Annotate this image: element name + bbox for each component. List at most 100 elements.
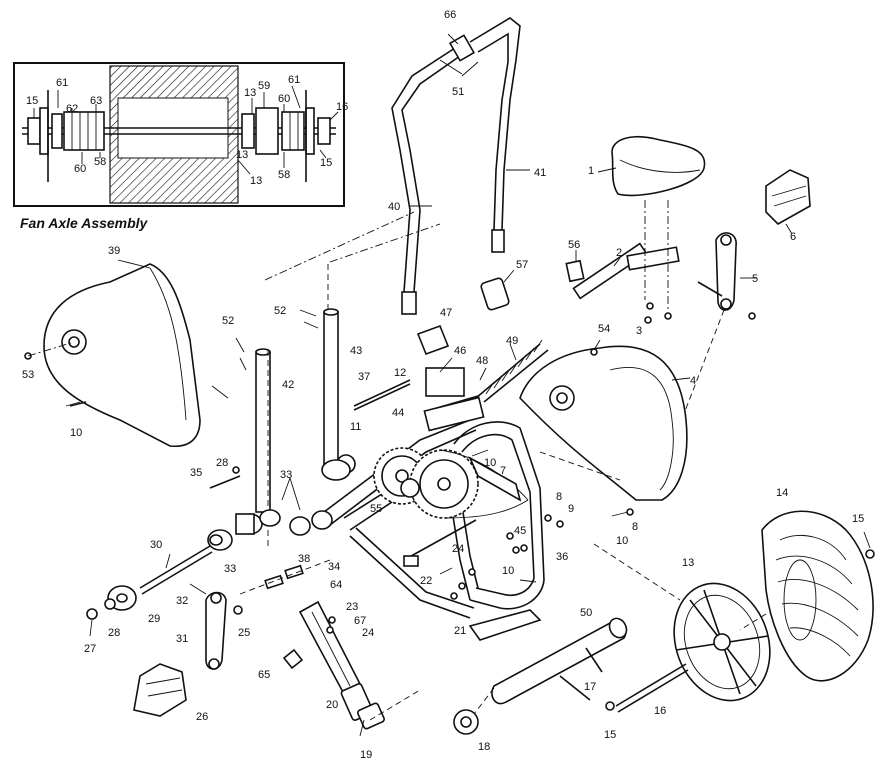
part-label-57: 57: [516, 259, 528, 271]
part-label-56: 56: [568, 239, 580, 251]
spring: [475, 339, 549, 403]
left-shroud: [24, 259, 229, 447]
part-label-38: 38: [298, 553, 310, 565]
part-label-29: 29: [148, 613, 160, 625]
part-label-46: 46: [454, 345, 466, 357]
sprocket-chain: [321, 447, 529, 519]
part-label-27: 27: [84, 643, 96, 655]
inset-label-16: 16: [336, 101, 348, 113]
part-label-13: 13: [682, 557, 694, 569]
part-label-37: 37: [358, 371, 370, 383]
left-axle-pedal: [86, 545, 243, 717]
part-label-31: 31: [176, 633, 188, 645]
part-label-24-upper: 24: [452, 543, 464, 555]
part-label-25: 25: [238, 627, 250, 639]
part-label-51: 51: [452, 86, 464, 98]
part-label-16: 16: [654, 705, 666, 717]
fan-axle-inset: [13, 62, 345, 207]
part-label-15-right: 15: [852, 513, 864, 525]
part-label-28-lower: 28: [108, 627, 120, 639]
part-label-9: 9: [568, 503, 574, 515]
part-label-22: 22: [420, 575, 432, 587]
part-label-1: 1: [588, 165, 594, 177]
part-label-8-lower: 8: [632, 521, 638, 533]
part-label-28-upper: 28: [216, 457, 228, 469]
part-label-64: 64: [330, 579, 342, 591]
handlebars: [391, 17, 530, 315]
part-label-49: 49: [506, 335, 518, 347]
part-label-10-left: 10: [70, 427, 82, 439]
bushings: [207, 477, 333, 595]
part-label-40: 40: [388, 201, 400, 213]
part-label-4: 4: [690, 375, 696, 387]
part-label-52-lower: 52: [222, 315, 234, 327]
part-label-65: 65: [258, 669, 270, 681]
tension-lever: [282, 600, 421, 737]
inset-label-13-lower: 13: [250, 175, 262, 187]
part-label-33-lower: 33: [224, 563, 236, 575]
part-label-52-upper: 52: [274, 305, 286, 317]
part-label-19: 19: [360, 749, 372, 761]
part-label-5: 5: [752, 273, 758, 285]
frame-bolts: [539, 451, 681, 601]
part-label-6: 6: [790, 231, 796, 243]
upper-frame-parts: [416, 250, 585, 397]
part-label-24-lower: 24: [362, 627, 374, 639]
part-label-10-right: 10: [616, 535, 628, 547]
part-label-67: 67: [354, 615, 366, 627]
part-label-21: 21: [454, 625, 466, 637]
part-label-50: 50: [580, 607, 592, 619]
part-label-44: 44: [392, 407, 404, 419]
part-label-30: 30: [150, 539, 162, 551]
part-label-15-bottom: 15: [604, 729, 616, 741]
part-label-36: 36: [556, 551, 568, 563]
right-pedal-crank: [669, 169, 811, 451]
part-label-47: 47: [440, 307, 452, 319]
part-label-14: 14: [776, 487, 788, 499]
part-label-3: 3: [636, 325, 642, 337]
small-hardware: [65, 309, 411, 489]
part-label-8-upper: 8: [556, 491, 562, 503]
inset-label-61-left: 61: [56, 77, 68, 89]
part-label-18: 18: [478, 741, 490, 753]
inset-label-15-right: 15: [320, 157, 332, 169]
inset-label-58-left: 58: [94, 156, 106, 168]
part-label-20: 20: [326, 699, 338, 711]
inset-label-61-right: 61: [288, 74, 300, 86]
part-label-42: 42: [282, 379, 294, 391]
part-label-39: 39: [108, 245, 120, 257]
inset-label-13-upper: 13: [244, 87, 256, 99]
part-label-10-bottom: 10: [502, 565, 514, 577]
inset-label-60-left: 60: [74, 163, 86, 175]
inset-caption: Fan Axle Assembly: [20, 215, 149, 231]
part-label-11: 11: [350, 421, 361, 433]
part-label-53: 53: [22, 369, 34, 381]
stabilizer-tube: [453, 617, 628, 735]
right-shroud: [519, 339, 691, 501]
part-label-35: 35: [190, 467, 202, 479]
part-label-12: 12: [394, 367, 406, 379]
part-label-43: 43: [350, 345, 362, 357]
part-label-32: 32: [176, 595, 188, 607]
part-labels: 66 51 41 40 1 6 2 5 3 56 57 47 39 52 52 …: [22, 9, 864, 761]
part-label-54: 54: [598, 323, 610, 335]
part-label-26: 26: [196, 711, 208, 723]
part-label-34: 34: [328, 561, 340, 573]
inset-label-62: 62: [66, 103, 78, 115]
inset-label-59: 59: [258, 80, 270, 92]
inset-label-58-right: 58: [278, 169, 290, 181]
part-label-17: 17: [584, 681, 596, 693]
part-label-41: 41: [534, 167, 546, 179]
part-label-7: 7: [500, 465, 506, 477]
inset-label-63: 63: [90, 95, 102, 107]
inset-label-13-center: 13: [236, 149, 248, 161]
part-label-48: 48: [476, 355, 488, 367]
part-label-10-center: 10: [484, 457, 496, 469]
inset-labels: 61 15 62 63 58 60 13 59 13 61 60 16 58 1…: [26, 74, 348, 187]
part-label-23: 23: [346, 601, 358, 613]
inset-label-15-left: 15: [26, 95, 38, 107]
part-label-66: 66: [444, 9, 456, 21]
fan-wheel: [605, 510, 875, 713]
part-label-55: 55: [370, 503, 382, 515]
